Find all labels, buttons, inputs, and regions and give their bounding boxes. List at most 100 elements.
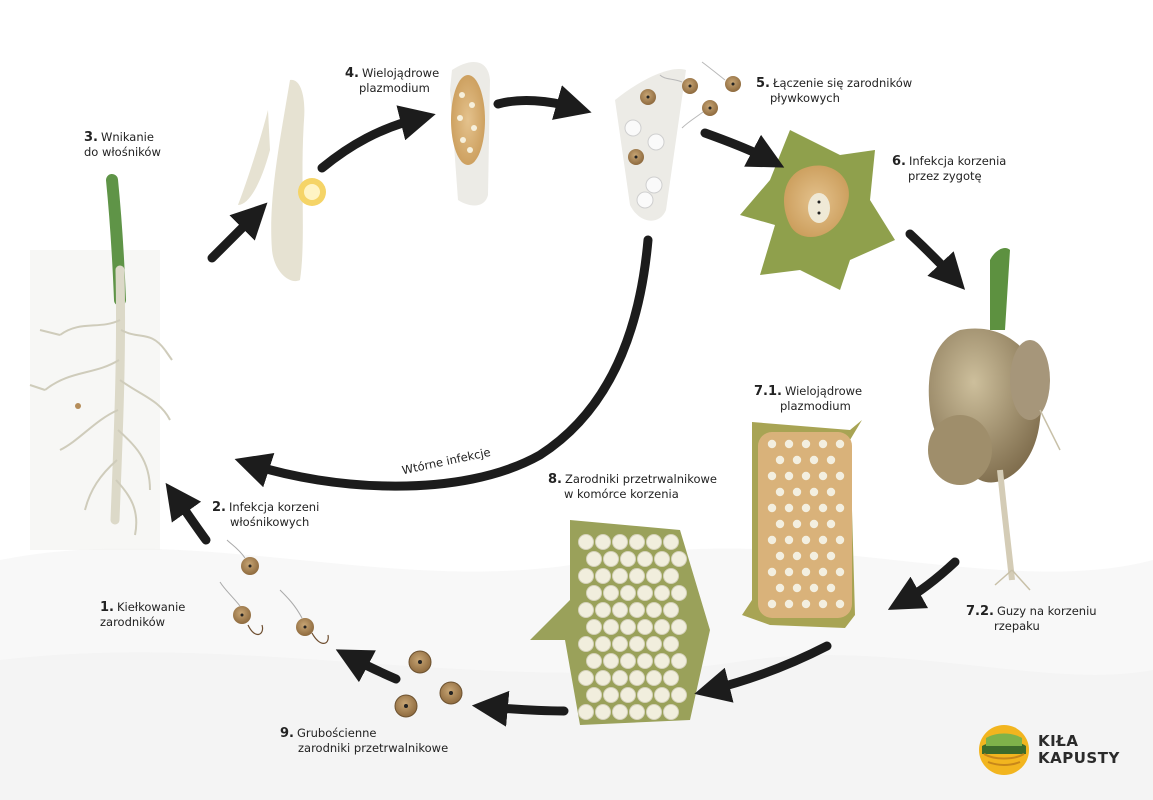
plasmodium-nucleus	[775, 519, 785, 529]
resting-spore	[578, 534, 594, 550]
resting-spore	[586, 687, 602, 703]
brand-emblem-icon	[979, 725, 1029, 775]
plasmodium-nucleus	[835, 535, 845, 545]
arrow-3-to-4a	[207, 202, 268, 263]
plasmodium-nucleus	[818, 439, 828, 449]
resting-spore	[646, 602, 662, 618]
resting-spore	[637, 687, 653, 703]
plasmodium-nucleus	[809, 455, 819, 465]
resting-spore	[629, 636, 645, 652]
plasmodium-nucleus	[818, 471, 828, 481]
resting-spore	[595, 602, 611, 618]
resting-spore	[629, 534, 645, 550]
plasmodium-nucleus	[818, 567, 828, 577]
brand-logo: KIŁA KAPUSTY	[978, 724, 1128, 778]
plasmodium-nucleus	[835, 503, 845, 513]
plasmodium-nucleus	[801, 471, 811, 481]
resting-spore	[578, 568, 594, 584]
germinating-spores	[219, 539, 329, 644]
resting-spore	[612, 670, 628, 686]
secondary-infection-label: Wtórne infekcje	[401, 445, 492, 477]
resting-spore	[603, 585, 619, 601]
resting-spore	[586, 653, 602, 669]
resting-spore	[637, 619, 653, 635]
arrow-8-to-9	[471, 690, 569, 727]
arrow-7-2-to-7-1	[887, 557, 960, 610]
resting-spore	[646, 534, 662, 550]
root-galls	[928, 248, 1061, 591]
root-cell-plasmodium	[742, 420, 862, 628]
resting-spore	[654, 585, 670, 601]
resting-spore	[586, 551, 602, 567]
plasmodium-nucleus	[784, 567, 794, 577]
arrow-6-to-7-2	[905, 229, 966, 290]
plasmodium-nucleus	[801, 535, 811, 545]
plasmodium-nucleus	[818, 535, 828, 545]
plasmodium-root-hair	[450, 61, 490, 206]
plasmodium-nucleus	[826, 551, 836, 561]
resting-spore	[612, 636, 628, 652]
plasmodium-nucleus	[775, 551, 785, 561]
arrow-4a-to-4	[317, 105, 436, 173]
resting-spore	[612, 704, 628, 720]
arrow-2-to-3	[165, 482, 211, 545]
resting-spore	[663, 534, 679, 550]
resting-spore	[637, 585, 653, 601]
plasmodium-nucleus	[784, 471, 794, 481]
resting-spore	[663, 636, 679, 652]
seedling-illustration	[29, 174, 173, 550]
plasmodium-nucleus	[809, 519, 819, 529]
plasmodium-nucleus	[835, 599, 845, 609]
resting-spore	[612, 602, 628, 618]
plasmodium-nucleus	[835, 567, 845, 577]
thick-walled-spores	[394, 650, 463, 718]
resting-spore	[620, 653, 636, 669]
resting-spore	[586, 585, 602, 601]
plasmodium-nucleus	[784, 599, 794, 609]
plasmodium-nucleus	[826, 583, 836, 593]
resting-spore	[663, 602, 679, 618]
plasmodium-nucleus	[767, 439, 777, 449]
plasmodium-nucleus	[809, 551, 819, 561]
resting-spore	[654, 551, 670, 567]
plasmodium-nucleus	[784, 535, 794, 545]
resting-spore	[595, 568, 611, 584]
resting-spore	[646, 636, 662, 652]
plasmodium-nucleus	[767, 503, 777, 513]
plasmodium-nucleus	[792, 551, 802, 561]
plasmodium-nucleus	[801, 567, 811, 577]
resting-spore	[595, 704, 611, 720]
resting-spore	[663, 670, 679, 686]
resting-spore	[595, 670, 611, 686]
plasmodium-nucleus	[809, 487, 819, 497]
infected-root-cell	[740, 130, 895, 290]
resting-spore	[663, 568, 679, 584]
resting-spore	[603, 687, 619, 703]
resting-spore	[595, 534, 611, 550]
resting-spore	[578, 636, 594, 652]
resting-spore	[629, 568, 645, 584]
plasmodium-nucleus	[775, 583, 785, 593]
plasmodium-nucleus	[767, 471, 777, 481]
resting-spore	[637, 551, 653, 567]
plasmodium-nucleus	[818, 599, 828, 609]
plasmodium-nucleus	[784, 503, 794, 513]
plasmodium-nucleus	[801, 503, 811, 513]
plasmodium-nucleus	[809, 583, 819, 593]
resting-spore	[663, 704, 679, 720]
resting-spore	[620, 687, 636, 703]
plasmodium-nucleus	[801, 439, 811, 449]
plasmodium-nucleus	[792, 487, 802, 497]
plasmodium-nucleus	[826, 455, 836, 465]
brand-line-2: KAPUSTY	[1038, 749, 1120, 767]
plasmodium-nucleus	[775, 455, 785, 465]
resting-spore	[612, 568, 628, 584]
arrow-secondary-infection	[234, 235, 653, 491]
